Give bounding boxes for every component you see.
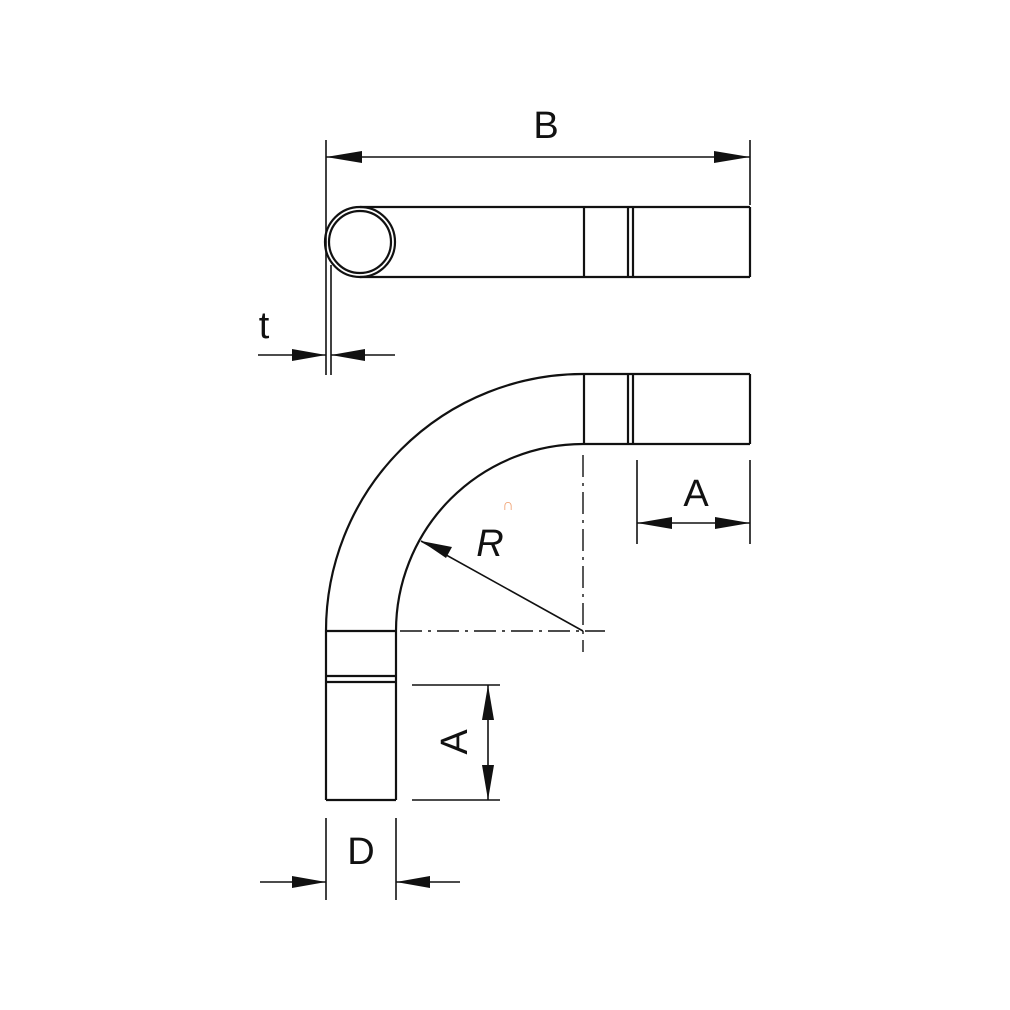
pipe-end-outer-circle	[323, 205, 397, 279]
dimension-a-v-arrow-top	[482, 685, 494, 720]
top-view	[323, 205, 752, 279]
small-mark: ∩	[502, 497, 514, 514]
dimension-t-arrow-right	[331, 349, 365, 361]
dimension-r-label: R	[476, 523, 503, 565]
bend-outer-arc	[324, 372, 584, 632]
dimension-b-arrow-left	[326, 151, 362, 163]
dimension-a-h-arrow-right	[715, 517, 750, 529]
dimension-a-h-arrow-left	[637, 517, 672, 529]
dimension-d-label: D	[347, 831, 374, 873]
dimension-t-arrow-left	[292, 349, 326, 361]
centre-lines	[400, 455, 605, 652]
bend-inner-arc	[394, 442, 584, 632]
dimension-d-arrow-right	[396, 876, 430, 888]
bend-view	[324, 372, 752, 802]
dimension-b-arrow-right	[714, 151, 750, 163]
dimension-a-horizontal: A	[636, 460, 751, 544]
dimension-a-h-label: A	[683, 473, 709, 515]
dimension-d: D	[260, 818, 460, 900]
dimension-b: B	[325, 105, 751, 375]
dimension-t-label: t	[259, 305, 270, 347]
dimension-r: R ∩	[420, 497, 584, 632]
dimension-b-label: B	[533, 105, 558, 147]
dimension-t: t	[258, 265, 395, 375]
pipe-end-inner-circle	[327, 209, 393, 275]
dimension-r-arrow	[421, 541, 452, 558]
dimension-a-v-arrow-bottom	[482, 765, 494, 800]
dimension-r-line	[420, 540, 584, 632]
dimension-d-arrow-left	[292, 876, 326, 888]
dimension-a-v-label: A	[434, 729, 476, 755]
dimension-a-vertical: A	[412, 684, 500, 801]
